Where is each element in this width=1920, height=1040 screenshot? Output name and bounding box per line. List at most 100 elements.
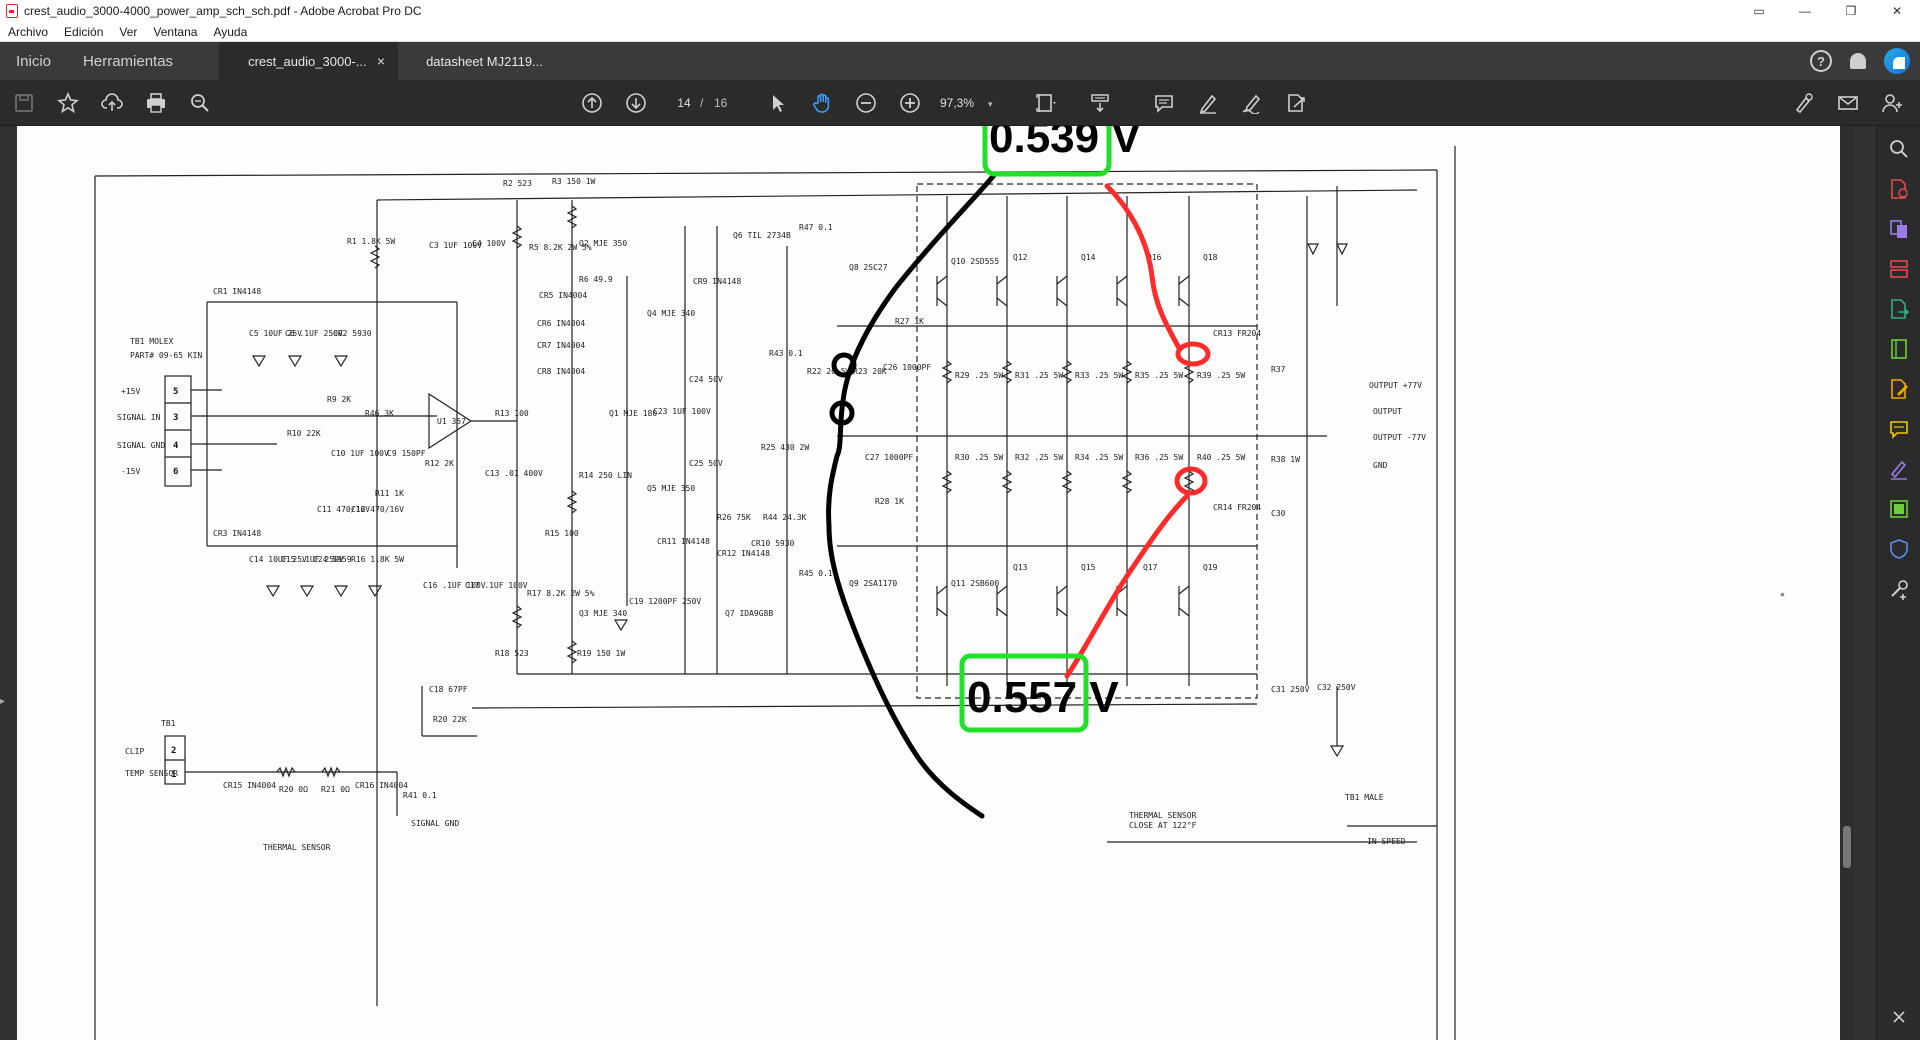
component-label: R3 150 1W	[552, 177, 596, 186]
component-label: CR8 IN4004	[537, 367, 585, 376]
notifications-icon[interactable]	[1850, 53, 1866, 69]
comment-icon[interactable]	[1152, 91, 1176, 115]
close-button[interactable]: ✕	[1891, 4, 1903, 18]
component-label: R32 .25 5W	[1015, 453, 1063, 462]
tablet-mode-icon[interactable]: ▭	[1753, 4, 1765, 18]
previous-page-icon[interactable]	[580, 91, 604, 115]
component-label: IN SPEED	[1367, 837, 1406, 846]
pdf-file-icon	[6, 4, 18, 18]
collapse-panel-icon[interactable]	[1888, 1006, 1910, 1028]
scrollbar-thumb[interactable]	[1843, 826, 1851, 868]
save-icon[interactable]	[12, 91, 36, 115]
component-label: R25 430 2W	[761, 443, 809, 452]
component-label: R30 .25 5W	[955, 453, 1003, 462]
connector-label-neg15: -15V	[121, 467, 140, 476]
search-zoom-icon[interactable]	[1888, 138, 1910, 160]
component-label: R37	[1271, 365, 1286, 374]
component-label: R31 .25 5W	[1015, 371, 1063, 380]
component-label: R22 20 5W	[807, 367, 851, 376]
menu-ver[interactable]: Ver	[119, 24, 138, 39]
fill-and-sign-icon[interactable]	[1888, 458, 1910, 480]
tab-document-label: crest_audio_3000-...	[248, 53, 367, 69]
annotation-red-wire	[1064, 493, 1190, 679]
component-label: R41 0.1	[403, 791, 437, 800]
compress-pdf-icon[interactable]	[1888, 338, 1910, 360]
menu-archivo[interactable]: Archivo	[8, 24, 49, 39]
cloud-upload-icon[interactable]	[100, 91, 124, 115]
component-label: CR15 IN4004	[223, 781, 276, 790]
more-options-icon[interactable]: •	[1780, 586, 1785, 602]
component-label: R15 100	[545, 529, 579, 538]
component-label: Q1 MJE 180	[609, 409, 657, 418]
create-pdf-icon[interactable]	[1888, 178, 1910, 200]
select-cursor-icon[interactable]	[766, 91, 790, 115]
left-panel-toggle-icon[interactable]: ▸	[0, 696, 6, 707]
email-icon[interactable]	[1836, 91, 1860, 115]
tab-inicio[interactable]: Inicio	[16, 52, 52, 70]
sign-icon[interactable]	[1240, 91, 1264, 115]
component-label: C13 .01 400V	[485, 469, 543, 478]
component-label: R29 .25 5W	[955, 371, 1003, 380]
tb2-title: TB1	[161, 719, 176, 728]
zoom-select[interactable]: 97,3%▾	[940, 92, 1006, 114]
page-separator: /	[700, 96, 704, 110]
bookmark-star-icon[interactable]	[56, 91, 80, 115]
menu-ayuda[interactable]: Ayuda	[213, 24, 248, 39]
annotation-green-box-top	[982, 126, 1112, 177]
component-label: GND	[1373, 461, 1388, 470]
component-label: Q15	[1081, 563, 1096, 572]
tb2-label-temp: TEMP SENSOR	[125, 769, 178, 778]
component-label: Q4 MJE 340	[647, 309, 695, 318]
tab-document-crest[interactable]: crest_audio_3000-... ×	[219, 42, 398, 80]
highlight-pen-icon[interactable]	[1196, 91, 1220, 115]
component-label: CR9 IN4148	[693, 277, 741, 286]
zoom-out-icon[interactable]	[854, 91, 878, 115]
find-zoom-icon[interactable]	[188, 91, 212, 115]
component-label: C4 100V	[472, 239, 506, 248]
combine-files-icon[interactable]	[1888, 218, 1910, 240]
tab-document-datasheet[interactable]: datasheet MJ2119...	[397, 42, 575, 80]
fill-sign-icon[interactable]	[1792, 91, 1816, 115]
tab-herramientas[interactable]: Herramientas	[83, 52, 174, 70]
zoom-in-icon[interactable]	[898, 91, 922, 115]
menu-ventana[interactable]: Ventana	[153, 24, 198, 39]
next-page-icon[interactable]	[624, 91, 648, 115]
component-label: CR2 5930	[333, 329, 372, 338]
hand-tool-icon[interactable]	[810, 91, 834, 115]
close-tab-icon[interactable]: ×	[376, 53, 386, 69]
scroll-mode-icon[interactable]	[1088, 91, 1112, 115]
vertical-scrollbar[interactable]	[1840, 126, 1854, 1040]
organize-pages-icon[interactable]	[1888, 258, 1910, 280]
edit-pdf-icon[interactable]	[1888, 378, 1910, 400]
share-edit-icon[interactable]	[1284, 91, 1308, 115]
document-view[interactable]: ▸	[0, 126, 1876, 1040]
component-label: C10 1UF 100V	[331, 449, 389, 458]
comment-panel-icon[interactable]	[1888, 418, 1910, 440]
component-label: C9 150PF	[387, 449, 426, 458]
add-user-icon[interactable]	[1880, 91, 1904, 115]
menu-edicion[interactable]: Edición	[64, 24, 104, 39]
export-pdf-icon[interactable]	[1888, 298, 1910, 320]
component-label: CR6 IN4004	[537, 319, 585, 328]
scan-ocr-icon[interactable]	[1888, 498, 1910, 520]
annotation-black-wire	[826, 171, 998, 819]
component-label: C19 1200PF 250V	[629, 597, 701, 606]
fit-page-icon[interactable]	[1034, 91, 1058, 115]
help-icon[interactable]: ?	[1810, 50, 1832, 72]
component-label: CR16 IN4004	[355, 781, 408, 790]
component-label: R12 2K	[425, 459, 454, 468]
more-tools-icon[interactable]	[1888, 578, 1910, 600]
print-icon[interactable]	[144, 91, 168, 115]
component-label: SIGNAL GND	[411, 819, 459, 828]
component-label: OUTPUT -77V	[1373, 433, 1426, 442]
restore-button[interactable]: ❐	[1845, 4, 1857, 18]
component-label: C27 1000PF	[865, 453, 913, 462]
component-label: R23 20K	[853, 367, 887, 376]
schematic-drawing: TB1 MOLEX PART# 09-65 KIN +15V SIGNAL IN…	[94, 126, 1456, 1040]
minimize-button[interactable]: —	[1799, 4, 1811, 18]
page-number-input[interactable]: 14	[677, 96, 691, 110]
component-label: R14 250 LIN	[579, 471, 632, 480]
protect-icon[interactable]	[1888, 538, 1910, 560]
user-avatar[interactable]	[1884, 48, 1910, 74]
component-label: C6 .1UF 250V	[285, 329, 343, 338]
